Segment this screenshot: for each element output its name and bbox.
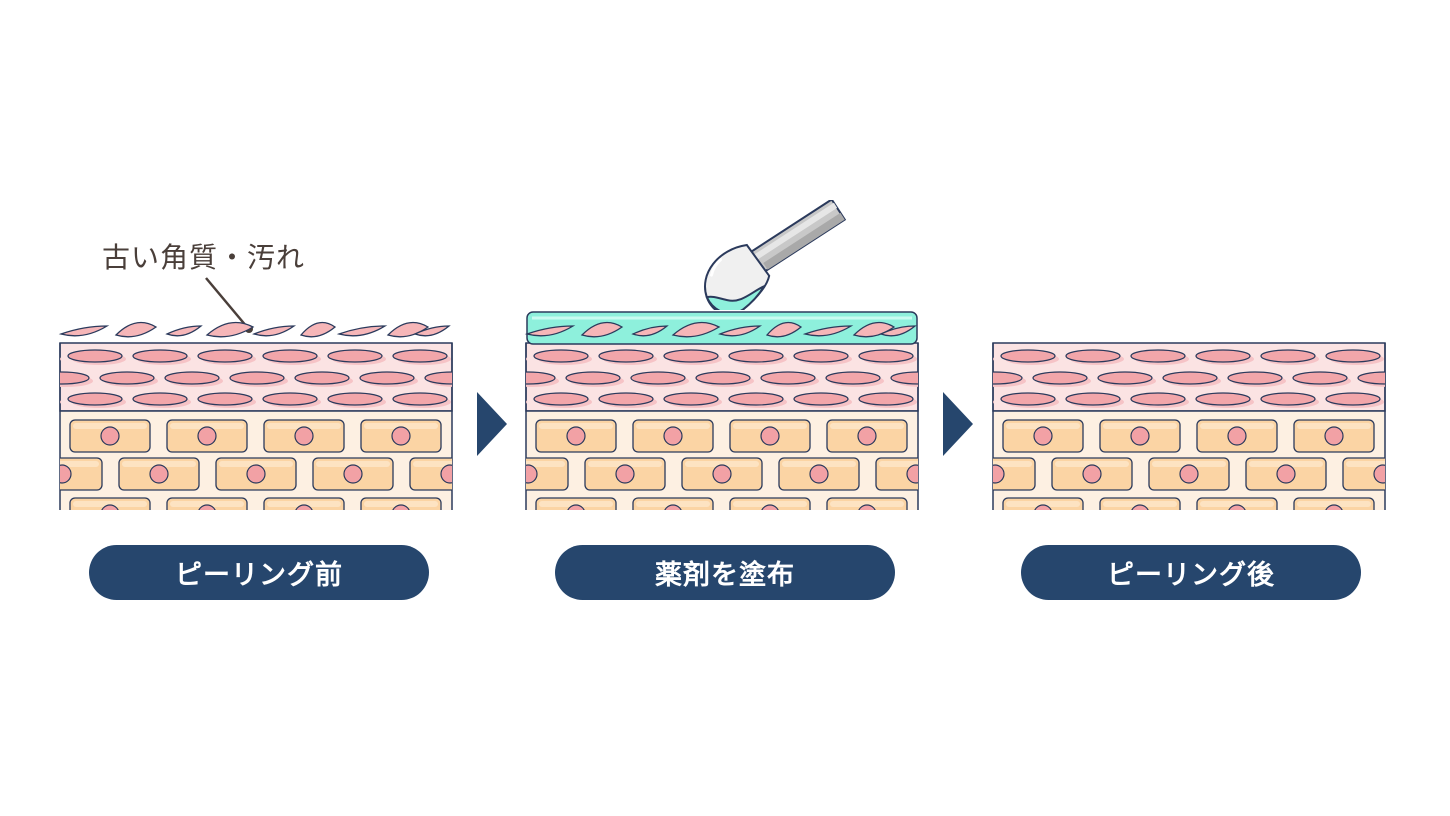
- epidermal-cell: [526, 357, 527, 361]
- old-keratin-flake: [852, 321, 896, 338]
- epidermal-cell: [526, 400, 527, 404]
- step-label-before: ピーリング前: [89, 545, 429, 600]
- epidermal-cell: [60, 400, 61, 404]
- epidermal-cell: [1395, 396, 1449, 408]
- old-keratin-flake: [671, 321, 721, 338]
- old-keratin-flake: [718, 325, 763, 337]
- callout-old-keratin: 古い角質・汚れ: [102, 241, 306, 274]
- old-keratin-flake: [336, 325, 388, 337]
- old-keratin-flake: [524, 325, 576, 337]
- old-keratin-flake: [58, 325, 110, 337]
- step-label-after: ピーリング後: [1021, 545, 1361, 600]
- skin-panel-apply-agent: [524, 300, 919, 520]
- old-keratin-flake: [765, 321, 803, 338]
- epidermal-cell: [993, 400, 994, 404]
- old-keratin-flake: [413, 325, 451, 337]
- epidermal-cell: [928, 353, 982, 365]
- old-keratin-flake: [879, 325, 917, 337]
- old-keratin-flake: [205, 321, 255, 338]
- old-keratin-flake: [580, 321, 624, 338]
- epidermal-cell: [60, 357, 61, 361]
- basal-cell: [924, 498, 1004, 530]
- old-keratin-flake: [252, 325, 297, 337]
- brush-icon: [704, 200, 847, 310]
- skin-panel-after: [992, 300, 1386, 520]
- old-keratin-flake: [165, 325, 203, 337]
- old-keratin-flake: [299, 321, 337, 338]
- epidermal-cell: [993, 357, 994, 361]
- old-keratin-flake: [802, 325, 854, 337]
- skin-panel-before: [58, 300, 453, 520]
- basal-cell: [1391, 498, 1450, 530]
- old-keratin-flake: [631, 325, 669, 337]
- step-label-apply-agent: 薬剤を塗布: [555, 545, 895, 600]
- epidermal-cell: [1395, 353, 1449, 365]
- old-keratin-flake: [386, 321, 430, 338]
- epidermal-cell: [462, 353, 516, 365]
- basal-cell: [1391, 420, 1450, 452]
- chevron-right-icon: [477, 392, 507, 456]
- old-keratin-flake: [114, 321, 158, 338]
- chevron-right-icon: [943, 392, 973, 456]
- basal-cell: [1440, 458, 1450, 490]
